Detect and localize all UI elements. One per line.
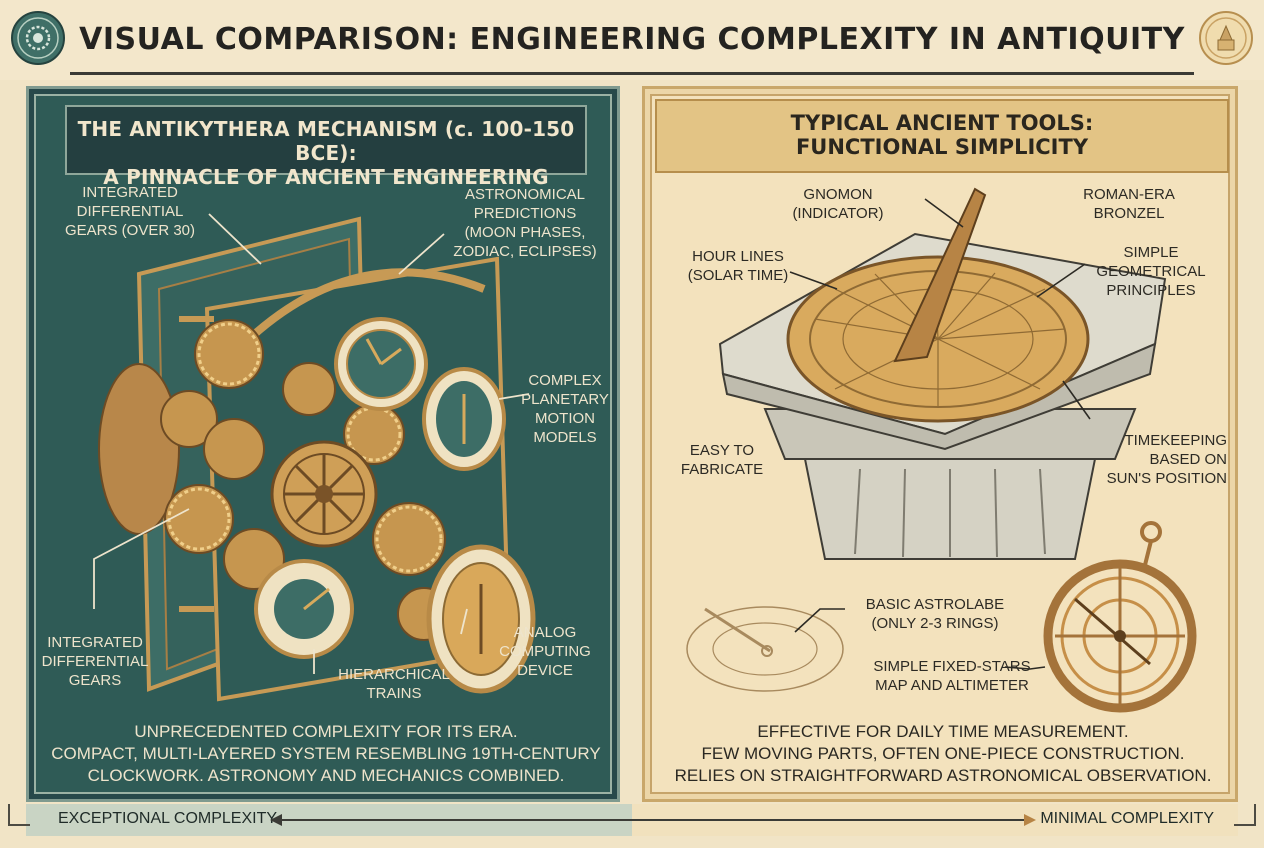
label-fixed-stars: SIMPLE FIXED-STARS MAP AND ALTIMETER [873,658,1031,694]
scale-arrow-icon [270,814,1036,826]
antikythera-title-line2: A PINNACLE OF ANCIENT ENGINEERING [103,165,549,189]
header: VISUAL COMPARISON: ENGINEERING COMPLEXIT… [0,0,1264,80]
label-roman-era: ROMAN-ERA BRONZEL [1083,186,1175,222]
label-gnomon: GNOMON (INDICATOR) [792,186,884,222]
label-hour-lines: HOUR LINES (SOLAR TIME) [687,248,789,284]
antikythera-mechanism-illustration [93,213,536,702]
simple-tools-title-line2: FUNCTIONAL SIMPLICITY [795,135,1089,159]
label-planetary-models: COMPLEX PLANETARY MOTION MODELS [521,372,609,446]
complexity-scale: EXCEPTIONAL COMPLEXITY MINIMAL COMPLEXIT… [0,804,1264,848]
label-analog-computing: ANALOG COMPUTING DEVICE [499,624,591,679]
label-astronomical-predictions: ASTRONOMICAL PREDICTIONS (MOON PHASES, Z… [453,186,597,260]
label-easy-fabricate: EASY TO FABRICATE [680,442,764,478]
label-hierarchical-trains: HIERARCHICAL TRAINS [338,666,450,702]
label-basic-astrolabe: BASIC ASTROLABE (ONLY 2-3 RINGS) [865,596,1005,632]
sundial-illustration [686,187,1197,713]
simple-tools-title-banner: TYPICAL ANCIENT TOOLS: FUNCTIONAL SIMPLI… [655,99,1229,173]
page-title: VISUAL COMPARISON: ENGINEERING COMPLEXIT… [79,22,1185,57]
simple-tools-summary: EFFECTIVE FOR DAILY TIME MEASUREMENT. FE… [674,722,1212,785]
simple-tools-title-line1: TYPICAL ANCIENT TOOLS: [790,111,1094,135]
antikythera-summary: UNPRECEDENTED COMPLEXITY FOR ITS ERA. CO… [51,722,601,785]
antikythera-title-banner: THE ANTIKYTHERA MECHANISM (c. 100-150 BC… [65,105,587,189]
sundial-medallion-icon [1198,10,1254,66]
label-gears-bottom: INTEGRATED DIFFERENTIAL GEARS [41,634,149,689]
gear-medallion-icon [10,10,66,66]
label-geometrical-principles: SIMPLE GEOMETRICAL PRINCIPLES [1096,244,1206,299]
scale-label-exceptional: EXCEPTIONAL COMPLEXITY [58,810,278,827]
label-timekeeping: TIMEKEEPING BASED ON SUN'S POSITION [1106,432,1227,487]
antikythera-title-line1: THE ANTIKYTHERA MECHANISM (c. 100-150 BC… [77,117,575,165]
antikythera-panel: THE ANTIKYTHERA MECHANISM (c. 100-150 BC… [26,86,620,802]
header-divider [70,72,1194,75]
simple-tools-panel: TYPICAL ANCIENT TOOLS: FUNCTIONAL SIMPLI… [642,86,1238,802]
label-gears-top: INTEGRATED DIFFERENTIAL GEARS (OVER 30) [64,184,196,239]
corner-ornament [8,804,30,826]
corner-ornament [1234,804,1256,826]
scale-label-minimal: MINIMAL COMPLEXITY [1040,810,1214,827]
